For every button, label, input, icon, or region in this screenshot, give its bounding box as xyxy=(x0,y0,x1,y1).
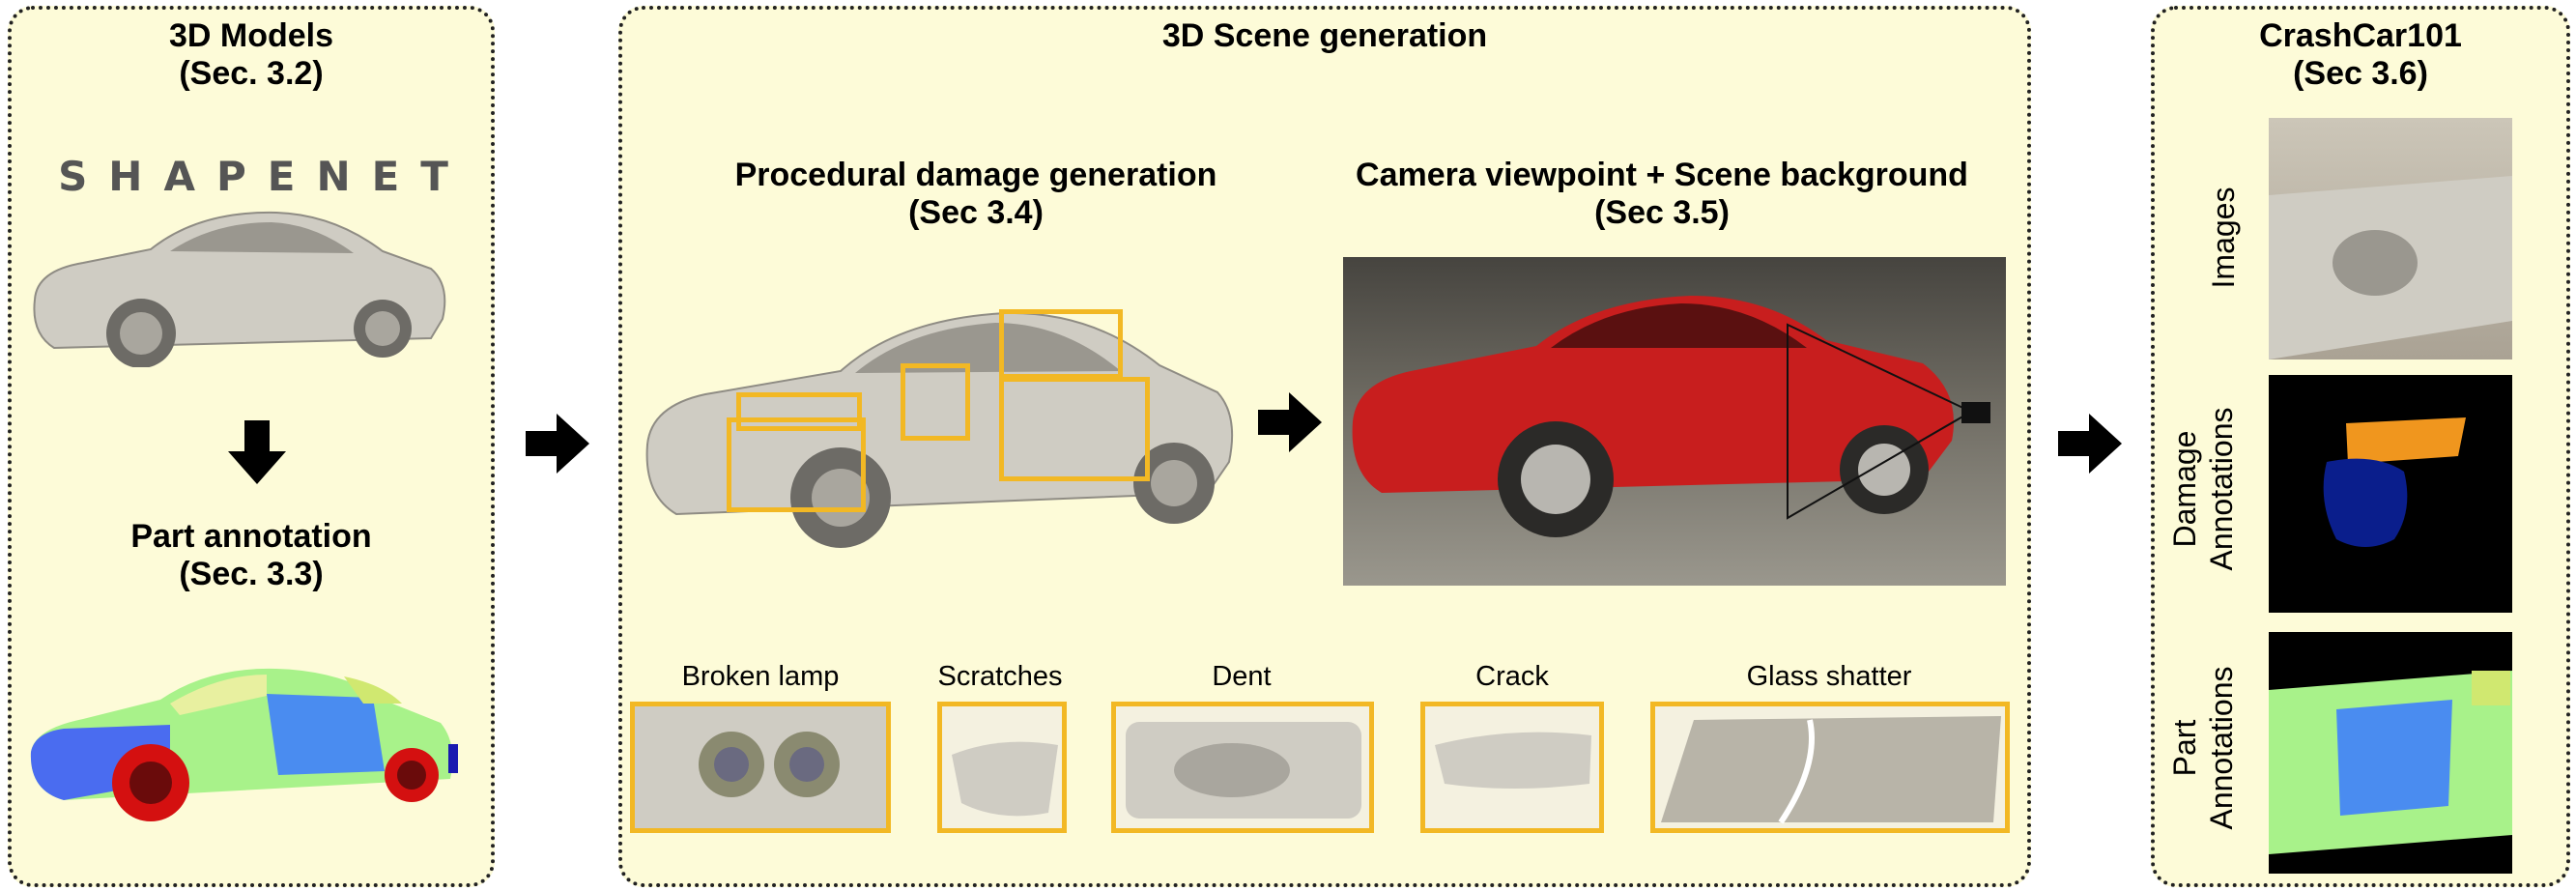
procedural-damage-title: Procedural damage generation (Sec 3.4) xyxy=(638,157,1314,232)
part-annotation-line1: Part annotation xyxy=(130,518,372,555)
thumb-crack xyxy=(1420,702,1604,833)
arrow-to-camera xyxy=(1258,392,1322,452)
damage-box-lamp xyxy=(727,417,866,512)
label-broken-lamp: Broken lamp xyxy=(681,661,840,692)
crashcar-title: CrashCar101 (Sec 3.6) xyxy=(2151,17,2570,93)
row-label-part-line2: Annotations xyxy=(2204,666,2240,830)
row-label-images-text: Images xyxy=(2206,187,2241,289)
damage-box-glass xyxy=(999,309,1123,379)
dataset-part-annotation xyxy=(2269,632,2512,874)
car-3d-model xyxy=(33,211,446,367)
models-title-line1: 3D Models xyxy=(168,17,334,54)
thumb-scratches xyxy=(937,702,1067,833)
camera-viewpoint-line1: Camera viewpoint + Scene background xyxy=(1356,157,1968,193)
camera-viewpoint-line2: (Sec 3.5) xyxy=(1594,194,1730,232)
label-scratches: Scratches xyxy=(937,661,1063,692)
dataset-image xyxy=(2269,118,2512,359)
row-label-part-line1: Part xyxy=(2167,719,2202,777)
arrow-to-scene xyxy=(526,414,589,474)
thumb-dent xyxy=(1111,702,1374,833)
procedural-damage-line1: Procedural damage generation xyxy=(734,157,1217,193)
row-label-damage-line1: Damage xyxy=(2167,430,2202,548)
camera-scene-image xyxy=(1343,257,2006,586)
camera-viewpoint-title: Camera viewpoint + Scene background (Sec… xyxy=(1324,157,2000,232)
label-dent: Dent xyxy=(1212,661,1272,692)
shapenet-logo: SHAPENET xyxy=(58,153,470,200)
row-label-damage-line2: Annotations xyxy=(2204,407,2240,571)
damage-box-lamp-upper xyxy=(736,392,862,431)
part-annotation-line2: (Sec. 3.3) xyxy=(179,556,324,593)
row-label-images: Images xyxy=(2205,112,2244,363)
car-part-annotation xyxy=(30,668,458,821)
thumb-glass-shatter xyxy=(1650,702,2010,833)
scene-generation-title: 3D Scene generation xyxy=(1161,17,1488,54)
damage-box-dent xyxy=(999,377,1150,481)
label-glass-shatter: Glass shatter xyxy=(1746,661,1912,692)
crashcar-title-line2: (Sec 3.6) xyxy=(2293,55,2428,93)
arrow-to-dataset xyxy=(2058,414,2122,474)
car-procedural-damage xyxy=(645,311,1234,548)
red-car xyxy=(1352,296,1990,537)
crashcar-title-line1: CrashCar101 xyxy=(2259,17,2462,54)
label-crack: Crack xyxy=(1475,661,1549,692)
row-label-damage: Damage Annotations xyxy=(2166,363,2244,615)
procedural-damage-line2: (Sec 3.4) xyxy=(908,194,1044,232)
dataset-damage-annotation xyxy=(2269,375,2512,613)
models-title: 3D Models (Sec. 3.2) xyxy=(8,17,495,93)
down-arrow xyxy=(228,420,286,484)
models-title-line2: (Sec. 3.2) xyxy=(179,55,324,93)
damage-box-scratch xyxy=(901,363,970,441)
row-label-part: Part Annotations xyxy=(2166,622,2244,874)
part-annotation-title: Part annotation (Sec. 3.3) xyxy=(8,518,495,593)
thumb-broken-lamp xyxy=(630,702,891,833)
